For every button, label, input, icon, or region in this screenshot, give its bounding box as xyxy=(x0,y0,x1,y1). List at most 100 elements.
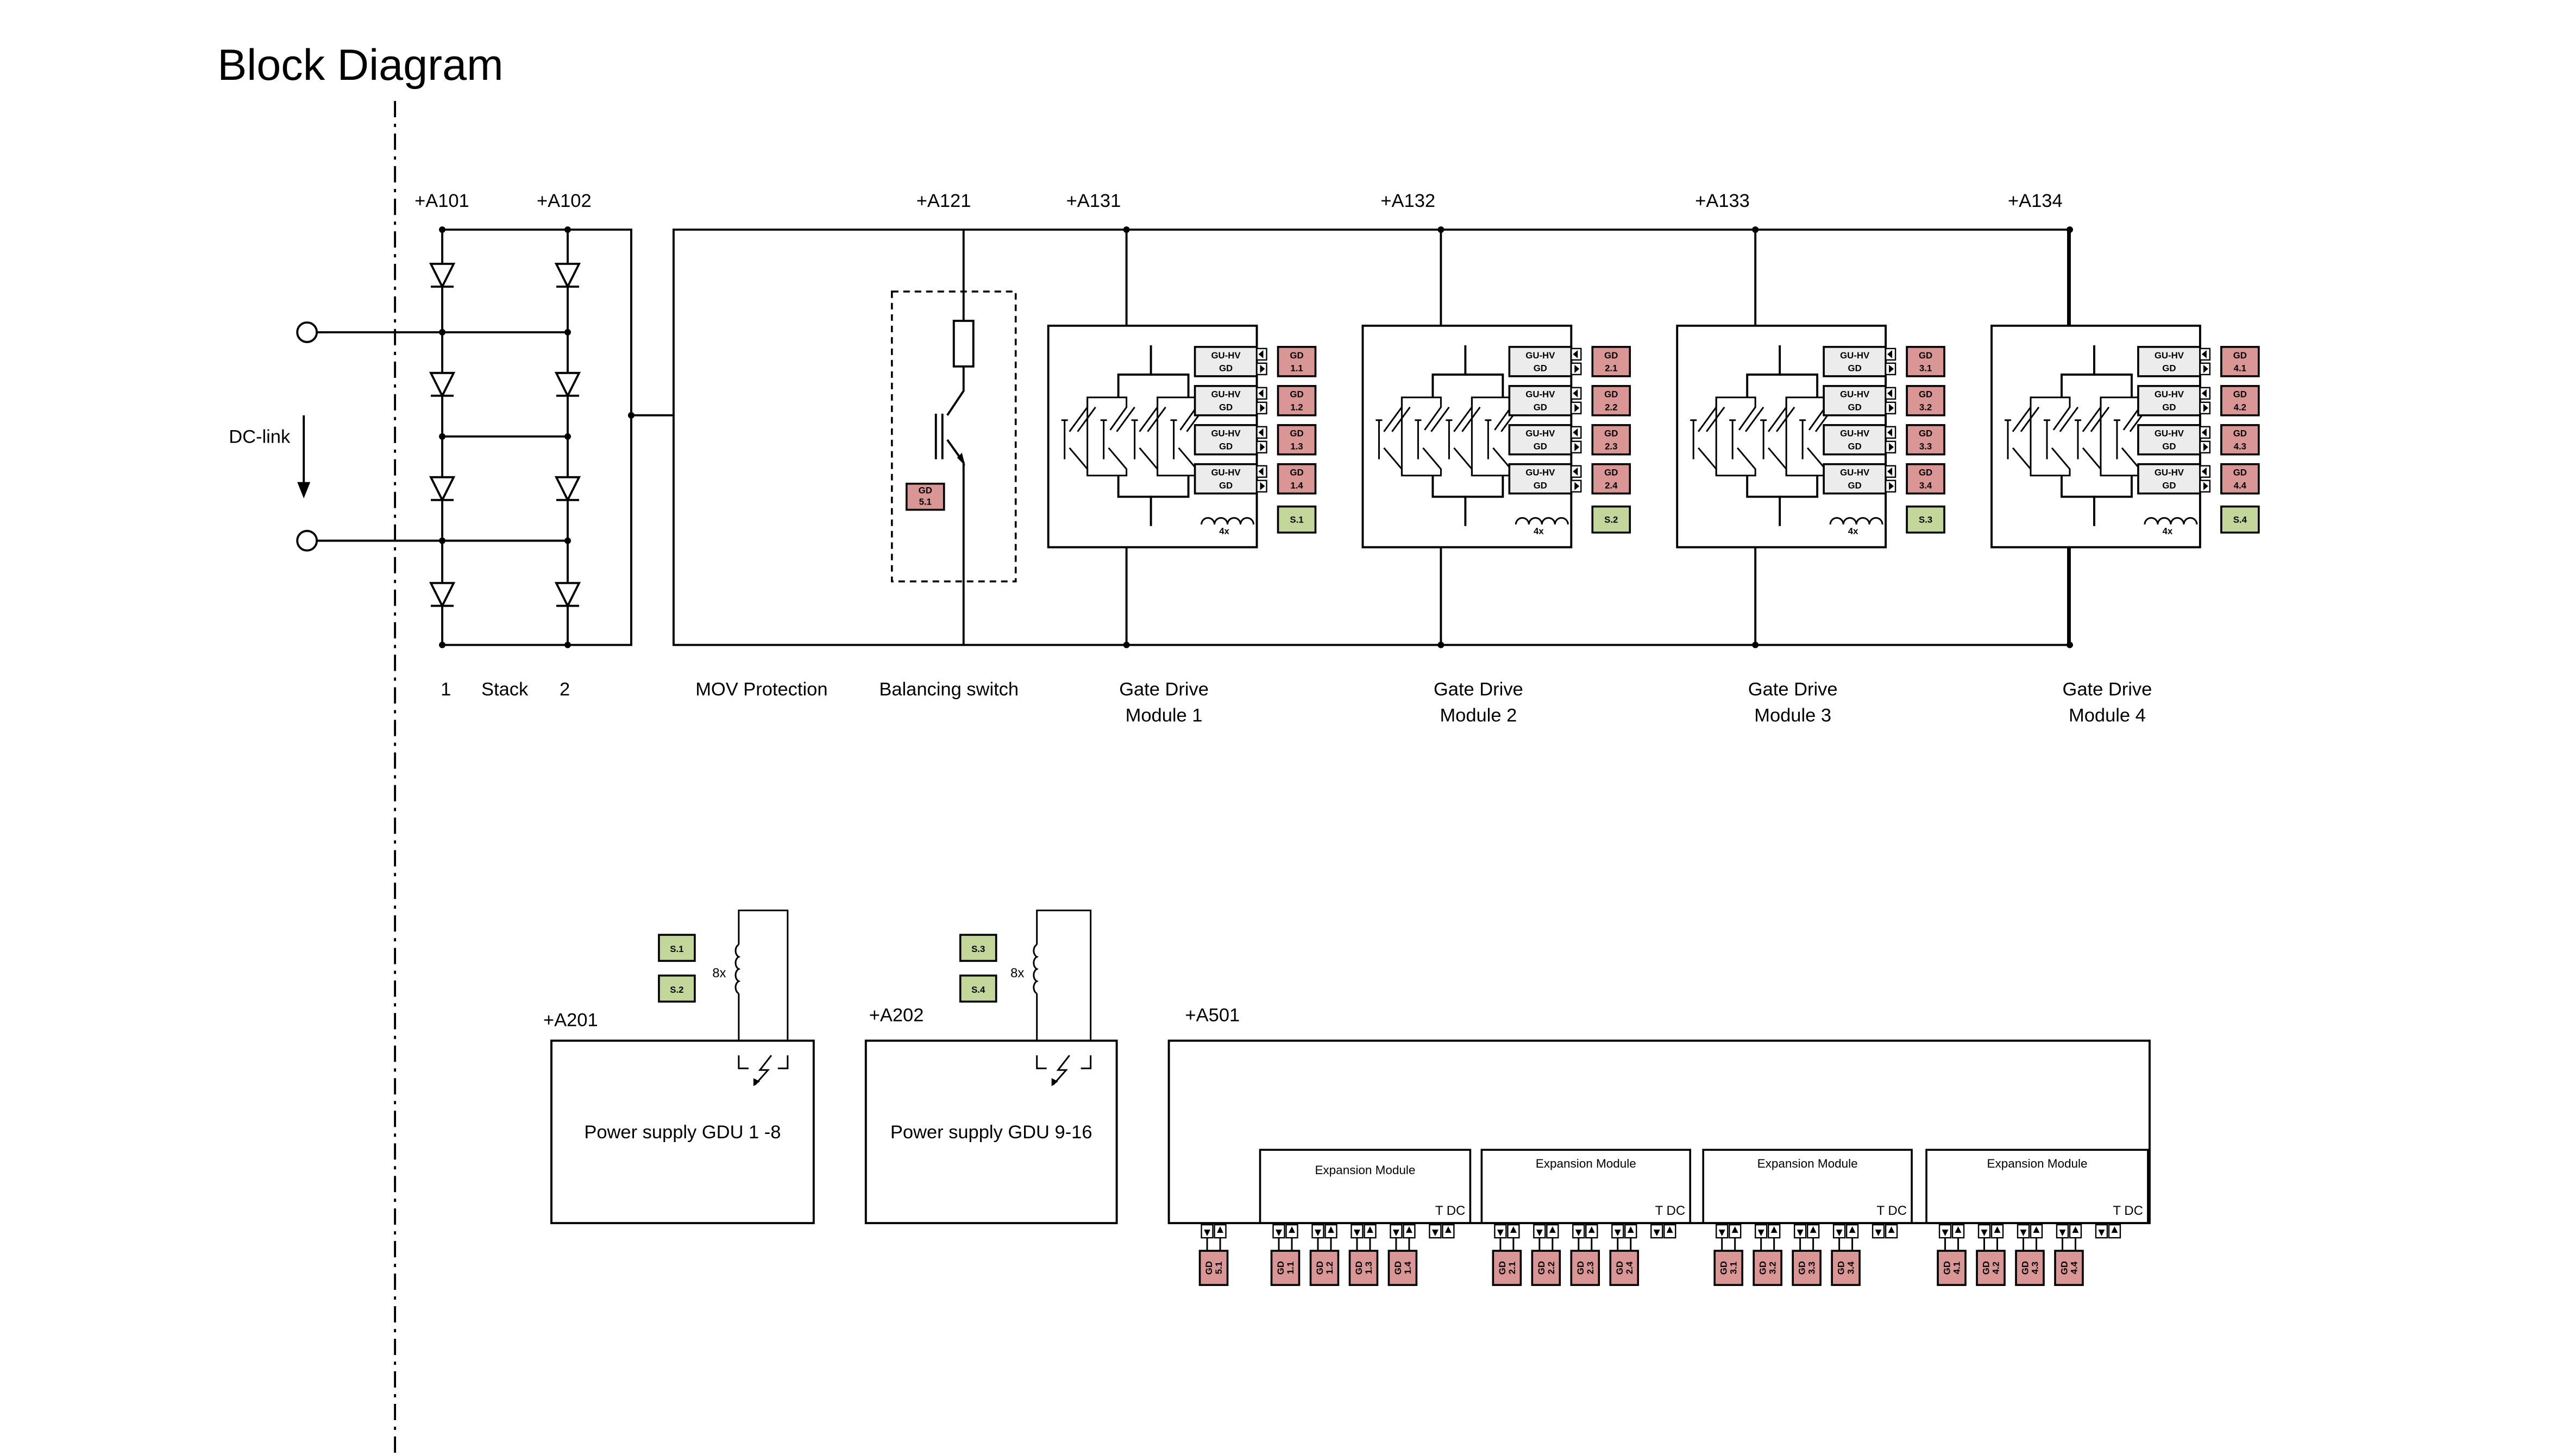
gd-number: 2.2 xyxy=(1546,1262,1556,1274)
junction-dot xyxy=(564,433,571,440)
gd-prefix: GD xyxy=(2233,389,2247,400)
expansion-ports-label: T DC xyxy=(1655,1203,1686,1218)
gu-gd-label: GD xyxy=(2162,442,2176,452)
gu-hv-label: GU-HV xyxy=(1211,350,1241,361)
gd-box: GD4.3 xyxy=(2015,1250,2045,1286)
gd-box: GD3.4 xyxy=(1906,463,1945,495)
gd-box: GD2.1 xyxy=(1492,1250,1522,1286)
gd-number: 2.1 xyxy=(1605,363,1617,374)
mov-label: MOV Protection xyxy=(695,679,827,700)
fiber-port-pair-icon xyxy=(1572,1224,1598,1251)
gd-prefix: GD xyxy=(1276,1261,1286,1275)
s-label: S.3 xyxy=(971,944,985,954)
gd-box: GD4.1 xyxy=(2220,345,2260,377)
supply-s-box: S.3 xyxy=(959,934,997,962)
diode-icon xyxy=(554,371,581,399)
gd-prefix: GD xyxy=(1836,1261,1847,1275)
gd-box: GD3.3 xyxy=(1792,1250,1822,1286)
gd-number: 4.4 xyxy=(2069,1261,2079,1274)
junction-dot xyxy=(439,537,446,544)
gd-box: GD1.1 xyxy=(1277,345,1317,377)
gu-hv-label: GU-HV xyxy=(2155,428,2184,439)
gd-prefix: GD xyxy=(1919,468,1932,478)
diode-icon xyxy=(429,262,456,289)
gu-gd-label: GD xyxy=(1848,402,1862,413)
gu-gd-label: GD xyxy=(1534,481,1547,491)
junction-dot xyxy=(564,641,571,648)
supply-s-box: S.3 xyxy=(1906,505,1945,534)
junction-dot xyxy=(627,412,635,419)
fiber-port-pair-icon xyxy=(2095,1224,2121,1239)
gu-hv-label: GU-HV xyxy=(1525,389,1555,400)
ref-a102: +A102 xyxy=(537,191,592,211)
gd-box: GD3.1 xyxy=(1906,345,1945,377)
s-label: S.2 xyxy=(670,985,683,995)
gd-number: 2.1 xyxy=(1507,1262,1517,1274)
gd-box: GD2.3 xyxy=(1591,424,1631,456)
gd-number: 4.2 xyxy=(1991,1262,2001,1274)
fiber-port-pair-icon xyxy=(2056,1224,2082,1251)
fiber-port-pair-icon xyxy=(1872,1224,1898,1239)
gu-gd-label: GD xyxy=(1534,442,1547,452)
gd-box: GD1.2 xyxy=(1277,385,1317,417)
gu-gd-label: GD xyxy=(1848,363,1862,374)
gu-gd-label: GD xyxy=(1534,363,1547,374)
gate-drive-module-1: GU-HVGDGD1.1GU-HVGDGD1.2GU-HVGDGD1.3GU-H… xyxy=(1047,226,1317,726)
gd-prefix: GD xyxy=(2233,428,2247,439)
inductor-icon xyxy=(2144,517,2198,525)
ref-a132: +A132 xyxy=(1380,191,1435,211)
fiber-port-pair-icon xyxy=(1272,1224,1298,1251)
gd-box: GD4.4 xyxy=(2054,1250,2084,1286)
gd-number: 2.2 xyxy=(1605,402,1617,413)
gd-box: GD1.3 xyxy=(1348,1250,1379,1286)
expansion-ports-label: T DC xyxy=(2113,1203,2143,1218)
balancing-switch: GD 5.1 xyxy=(890,229,1017,645)
gd-prefix: GD xyxy=(1604,428,1618,439)
fiber-port-pair-icon xyxy=(1938,1224,1965,1251)
module-label-line2: Module 1 xyxy=(1126,705,1203,726)
fiber-port-pair-icon xyxy=(1351,1224,1377,1251)
igbt-pair-icon xyxy=(1061,345,1205,526)
gd-number: 4.1 xyxy=(2234,363,2246,374)
expansion-module-label: Expansion Module xyxy=(1315,1163,1415,1177)
gu-hv-gd-unit: GU-HV GD xyxy=(2137,424,2211,456)
gd-number: 4.3 xyxy=(2030,1262,2040,1274)
junction-dot xyxy=(439,641,446,648)
diode-icon xyxy=(554,582,581,608)
fiber-port-pair-icon xyxy=(1793,1224,1820,1251)
gd-box: GD3.2 xyxy=(1906,385,1945,417)
gd-prefix: GD xyxy=(1393,1261,1403,1275)
s-label: S.2 xyxy=(1604,515,1618,525)
expansion-module-label: Expansion Module xyxy=(1757,1157,1858,1170)
gu-hv-label: GU-HV xyxy=(1840,468,1870,478)
gd-number: 3.2 xyxy=(1919,402,1932,413)
gd-number: 3.3 xyxy=(1807,1262,1817,1274)
gd-box: GD3.1 xyxy=(1713,1250,1743,1286)
gu-hv-gd-unit: GU-HV GD xyxy=(1194,345,1267,377)
gu-gd-label: GD xyxy=(1219,363,1233,374)
inductor-icon xyxy=(1201,517,1255,525)
gd-number: 4.2 xyxy=(2234,402,2246,413)
gd-box: GD3.4 xyxy=(1831,1250,1861,1286)
s-label: S.3 xyxy=(1919,515,1932,525)
s-label: S.4 xyxy=(2233,515,2247,525)
gd-number: 2.4 xyxy=(1624,1261,1635,1274)
gd-box: GD3.2 xyxy=(1753,1250,1782,1286)
gd-prefix: GD xyxy=(1290,428,1303,439)
lightning-icon xyxy=(738,1055,789,1087)
gd-box: GD4.2 xyxy=(1976,1250,2006,1286)
junction-dot xyxy=(564,537,571,544)
supply-s-box: S.4 xyxy=(959,974,997,1003)
winding-count: 8x xyxy=(1010,966,1024,980)
dc-link-arrow-icon xyxy=(297,415,311,499)
gd-box: GD1.2 xyxy=(1309,1250,1340,1286)
gd-box: GD1.4 xyxy=(1387,1250,1418,1286)
